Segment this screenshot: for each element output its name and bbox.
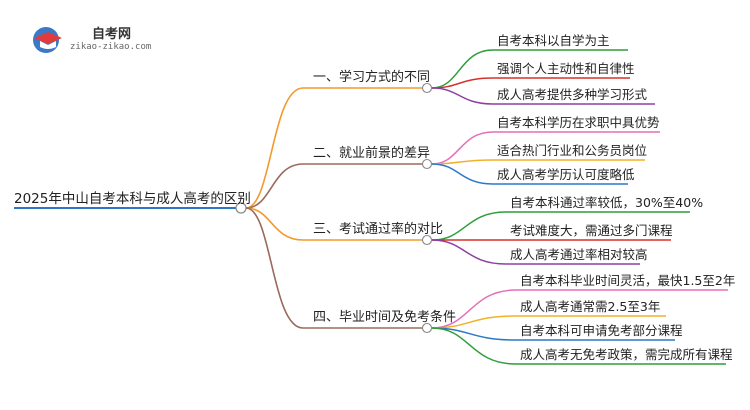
- leaf-topic[interactable]: 成人高考提供多种学习形式: [497, 87, 648, 102]
- branch-node: [421, 82, 433, 94]
- leaf-topic[interactable]: 成人高考通过率相对较高: [510, 247, 648, 262]
- branch-connector: [245, 163, 304, 209]
- leaf-connector: [431, 211, 507, 241]
- leaf-connector: [431, 163, 494, 185]
- root-topic[interactable]: 2025年中山自考本科与成人高考的区别: [14, 191, 251, 207]
- leaf-topic[interactable]: 自考本科学历在求职中具优势: [497, 115, 660, 130]
- logo-name: 自考网: [92, 27, 132, 42]
- leaf-topic[interactable]: 自考本科可申请免考部分课程: [520, 323, 683, 338]
- leaf-connector: [431, 327, 517, 365]
- branch-topic[interactable]: 二、就业前景的差异: [313, 146, 431, 161]
- leaf-topic[interactable]: 自考本科毕业时间灵活，最快1.5至2年: [520, 273, 736, 288]
- graduation-cap-logo-icon: [33, 27, 62, 53]
- leaf-topic[interactable]: 成人高考通常需2.5至3年: [520, 299, 661, 314]
- leaf-topic[interactable]: 适合热门行业和公务员岗位: [497, 143, 648, 158]
- leaf-topic[interactable]: 自考本科以自学为主: [497, 33, 610, 48]
- branch-connector: [245, 87, 304, 209]
- leaf-connector: [431, 289, 517, 329]
- branch-topic[interactable]: 一、学习方式的不同: [313, 70, 431, 85]
- branch-node: [421, 322, 433, 334]
- logo-url: zikao-zikao.com: [70, 42, 152, 52]
- leaf-topic[interactable]: 成人高考学历认可度略低: [497, 167, 635, 182]
- site-logo[interactable]: 自考网 zikao-zikao.com: [30, 20, 170, 60]
- branch-node: [421, 158, 433, 170]
- branch-topic[interactable]: 四、毕业时间及免考条件: [313, 310, 457, 325]
- leaf-connector: [431, 131, 494, 165]
- branch-connector: [245, 207, 304, 241]
- leaf-topic[interactable]: 自考本科通过率较低，30%至40%: [510, 195, 704, 210]
- leaf-topic[interactable]: 考试难度大，需通过多门课程: [510, 223, 673, 238]
- branch-connector: [245, 207, 304, 329]
- branch-node: [421, 234, 433, 246]
- leaf-connector: [431, 87, 494, 105]
- leaf-topic[interactable]: 强调个人主动性和自律性: [497, 61, 635, 76]
- leaf-connector: [431, 239, 507, 265]
- leaf-topic[interactable]: 成人高考无免考政策，需完成所有课程: [520, 347, 733, 362]
- branch-topic[interactable]: 三、考试通过率的对比: [313, 222, 444, 237]
